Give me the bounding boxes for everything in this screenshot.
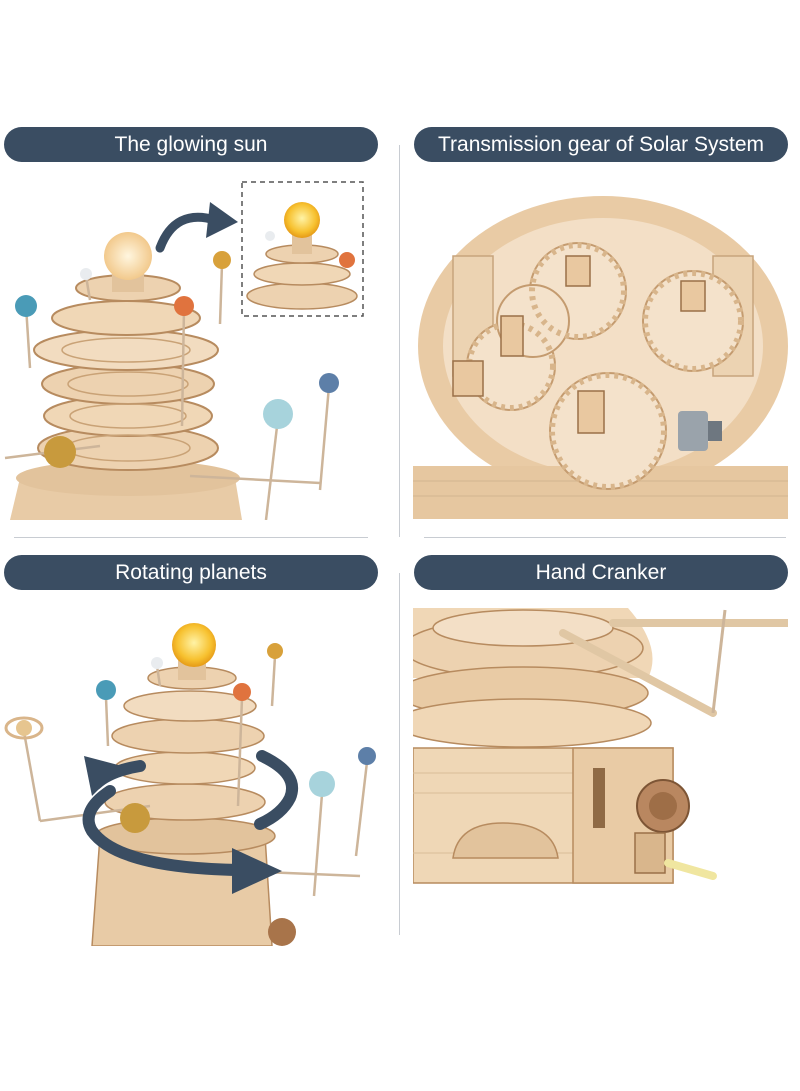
vertical-divider-top [399,145,400,537]
panel-title-rotating-planets: Rotating planets [4,555,378,590]
vertical-divider-bottom [399,573,400,935]
rotating-planets-photo [0,606,392,946]
panel-title-transmission-gear: Transmission gear of Solar System [414,127,788,162]
horizontal-divider-left [14,537,368,538]
transmission-gear-photo [413,196,788,519]
glowing-sun-photo [0,178,392,520]
rotation-arrow-icon [82,750,298,894]
hand-cranker-photo [413,608,788,890]
panel-title-glowing-sun: The glowing sun [4,127,378,162]
horizontal-divider-right [424,537,786,538]
panel-title-hand-cranker: Hand Cranker [414,555,788,590]
curved-arrow-icon [155,212,220,253]
